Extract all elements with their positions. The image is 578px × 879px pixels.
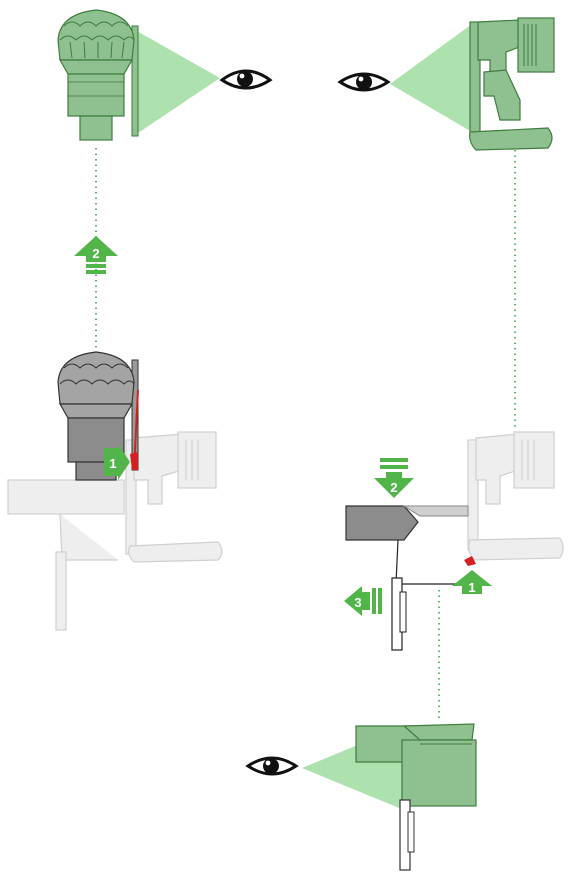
eye-icon [245, 756, 299, 776]
step-number: 1 [109, 456, 116, 471]
step-arrow-down: 2 [374, 458, 414, 498]
step-number: 1 [468, 580, 475, 595]
step-arrow-left: 3 [344, 586, 382, 616]
view-cone-top-right [390, 24, 472, 132]
step-arrow-up: 1 [452, 570, 492, 595]
bin-bottom-view [355, 723, 477, 871]
eye-icon [337, 72, 391, 92]
guide-lines [95, 148, 516, 718]
view-cone-top-left [135, 30, 220, 135]
step-arrow-up: 2 [74, 236, 118, 274]
bin-grey [345, 505, 476, 651]
step-arrow-down: 1 [104, 444, 130, 480]
step-number: 3 [354, 595, 361, 610]
step-number: 2 [92, 246, 99, 261]
cyclone-top-view [57, 9, 139, 141]
handle-top-view [469, 17, 555, 151]
handle-ghost-right [467, 431, 564, 561]
eye-icon [219, 69, 273, 90]
step-number: 2 [390, 480, 397, 495]
cyclone-grey [57, 351, 139, 481]
handle-ghost-left [7, 431, 223, 631]
